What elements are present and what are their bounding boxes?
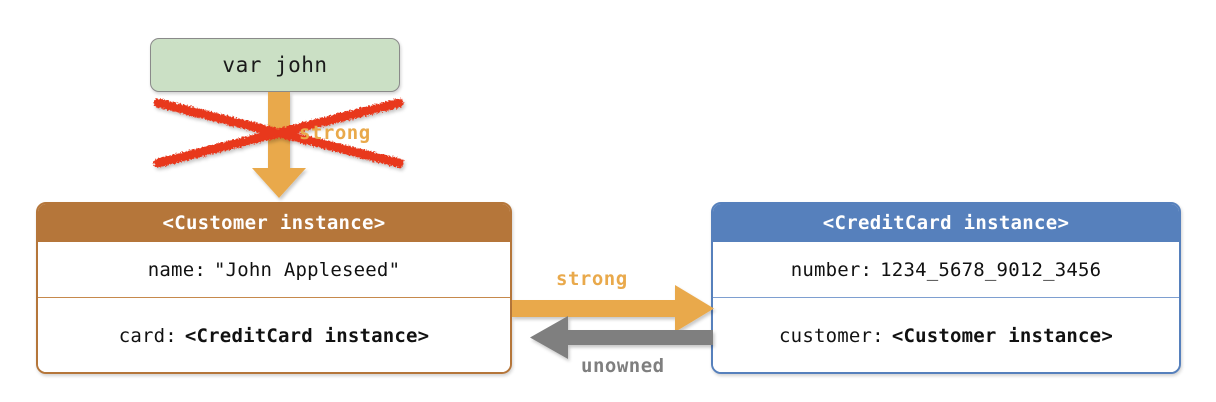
arrow-creditcard-to-customer-unowned bbox=[530, 316, 713, 359]
customer-row-name: name: "John Appleseed" bbox=[38, 242, 510, 298]
customer-instance-header: <Customer instance> bbox=[38, 204, 510, 242]
creditcard-instance-header: <CreditCard instance> bbox=[713, 204, 1179, 242]
label-strong-customer-to-creditcard: strong bbox=[556, 268, 628, 290]
variable-box-label: var john bbox=[222, 53, 328, 77]
customer-row-name-value: "John Appleseed" bbox=[213, 258, 401, 281]
creditcard-row-number-value: 1234_5678_9012_3456 bbox=[880, 258, 1102, 281]
arrow-customer-to-creditcard-strong bbox=[512, 285, 714, 332]
creditcard-row-customer-value: <Customer instance> bbox=[891, 324, 1113, 347]
customer-row-name-key: name: bbox=[147, 258, 206, 281]
customer-instance-box: <Customer instance> name: "John Applesee… bbox=[36, 202, 512, 374]
customer-row-card: card: <CreditCard instance> bbox=[38, 298, 510, 372]
creditcard-instance-box: <CreditCard instance> number: 1234_5678_… bbox=[711, 202, 1181, 374]
creditcard-row-customer: customer: <Customer instance> bbox=[713, 298, 1179, 372]
creditcard-row-number-key: number: bbox=[790, 258, 873, 281]
customer-row-card-value: <CreditCard instance> bbox=[184, 324, 430, 347]
label-unowned-creditcard-to-customer: unowned bbox=[581, 355, 665, 377]
arrow-var-to-customer-strong bbox=[252, 92, 306, 198]
creditcard-row-number: number: 1234_5678_9012_3456 bbox=[713, 242, 1179, 298]
creditcard-row-customer-key: customer: bbox=[779, 324, 884, 347]
customer-row-card-key: card: bbox=[118, 324, 177, 347]
label-strong-var-to-customer: strong bbox=[299, 122, 371, 144]
variable-box-john: var john bbox=[150, 38, 400, 92]
